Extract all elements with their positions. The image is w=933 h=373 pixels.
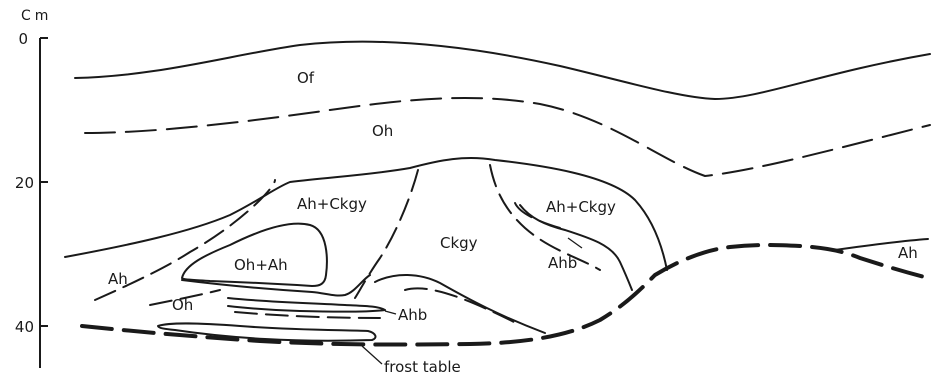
axis-tick-40: 40: [15, 318, 34, 336]
ahb-right-leader: [568, 238, 582, 248]
label-ahb-center: Ahb: [398, 306, 427, 324]
ahb-center-dash-line: [235, 312, 380, 318]
frost-table-line: [82, 245, 928, 345]
ahb-right-loop: [520, 205, 632, 290]
ahb-center-leader: [385, 311, 396, 314]
label-oh-bottom: Oh: [172, 296, 193, 314]
axis-tick-0: 0: [18, 30, 28, 48]
oh-ah-lens: [182, 224, 327, 286]
label-ahb-right: Ahb: [548, 254, 577, 272]
label-frost-table: frost table: [384, 358, 461, 373]
label-ckgy: Ckgy: [440, 234, 478, 252]
label-oh-ah: Oh+Ah: [234, 256, 288, 274]
label-oh-top: Oh: [372, 122, 393, 140]
soil-surface-line: [75, 42, 930, 99]
axis-tick-20: 20: [15, 174, 34, 192]
ahb-center-lens: [228, 298, 385, 312]
depth-axis: Cm 0 20 40: [15, 8, 53, 368]
label-ah-left: Ah: [108, 270, 128, 288]
axis-unit-label: Cm: [21, 8, 52, 24]
ckgy-dashed-right: [490, 165, 600, 270]
of-oh-boundary: [85, 98, 930, 176]
label-of: Of: [297, 69, 315, 87]
label-ah-ckgy-left: Ah+Ckgy: [297, 195, 367, 213]
oh-bottom-lens: [158, 323, 375, 340]
label-ah-ckgy-right: Ah+Ckgy: [546, 198, 616, 216]
ckgy-lower-boundary: [375, 275, 545, 333]
frost-table-leader: [362, 346, 382, 364]
label-ah-right: Ah: [898, 244, 918, 262]
